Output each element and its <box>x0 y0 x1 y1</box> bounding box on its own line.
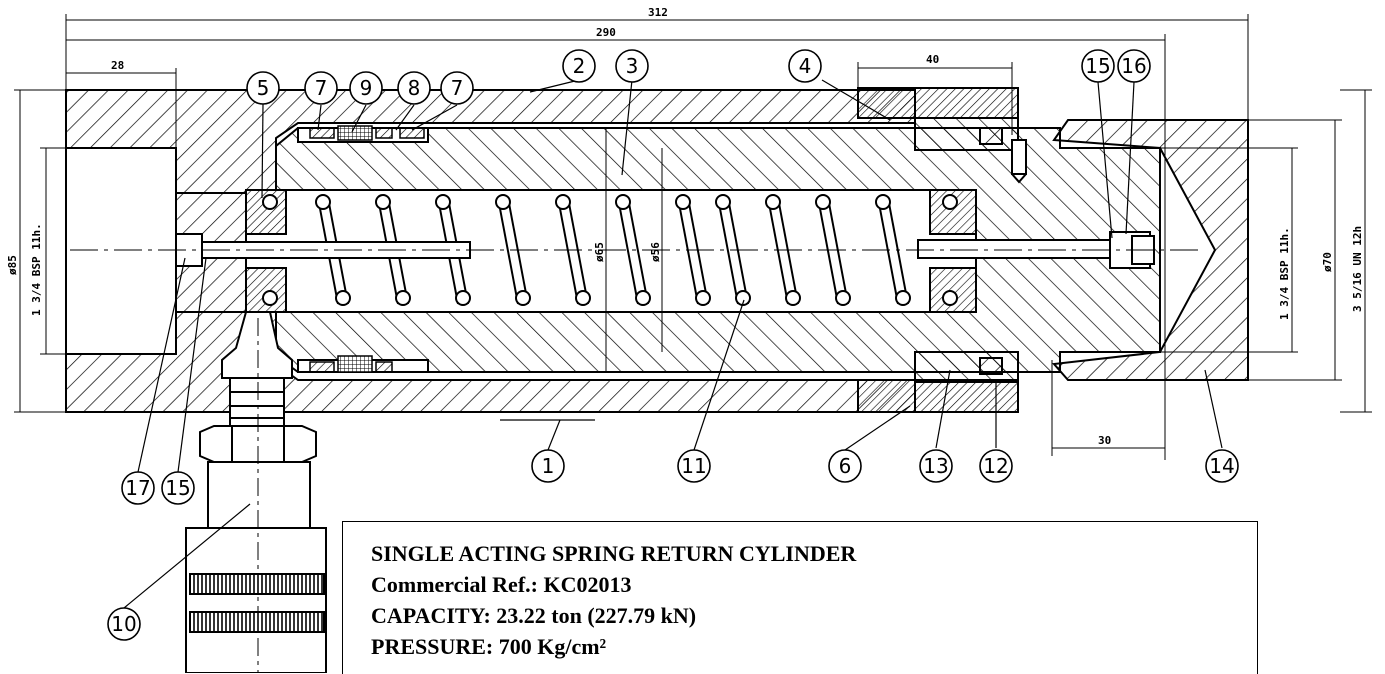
balloon-15a <box>1081 49 1115 83</box>
balloon-14 <box>1205 449 1239 483</box>
title-block-name: SINGLE ACTING SPRING RETURN CYLINDER <box>371 541 857 566</box>
balloon-5 <box>246 71 280 105</box>
part-label-12: 12 <box>983 454 1008 478</box>
balloon-3 <box>615 49 649 83</box>
balloon-15b <box>161 471 195 505</box>
title-block-commercial-ref: Commercial Ref.: KC02013 <box>371 572 632 597</box>
balloon-7b <box>440 71 474 105</box>
dimension-290 <box>66 34 1166 460</box>
part-label-16: 16 <box>1121 54 1146 78</box>
balloon-6 <box>828 449 862 483</box>
balloon-4 <box>788 49 822 83</box>
part-label-7b: 7 <box>451 76 464 100</box>
dimension-diameter-85 <box>14 89 66 413</box>
quick-coupler <box>185 311 327 673</box>
dimension-diameter-65-label: ø65 <box>593 242 606 262</box>
part-label-1: 1 <box>542 454 555 478</box>
dimension-30-label: 30 <box>1098 434 1111 447</box>
balloon-1 <box>531 449 565 483</box>
dimension-diameter-85-label: ø85 <box>6 255 19 275</box>
part-label-9: 9 <box>360 76 373 100</box>
part-label-11: 11 <box>681 454 706 478</box>
part-balloons <box>107 49 1239 641</box>
balloon-12 <box>979 449 1013 483</box>
balloon-16 <box>1117 49 1151 83</box>
dimension-28-label: 28 <box>111 59 124 72</box>
leader-lines <box>123 79 1223 609</box>
dimension-30 <box>1051 360 1165 456</box>
dimension-diameter-56-label: ø56 <box>649 242 662 262</box>
dimension-port-thread-right-label: 1 3/4 BSP 11h. <box>1278 227 1291 320</box>
balloon-13 <box>919 449 953 483</box>
part-label-17: 17 <box>125 476 150 500</box>
dimension-40-label: 40 <box>926 53 939 66</box>
part-label-7a: 7 <box>315 76 328 100</box>
balloon-8 <box>397 71 431 105</box>
gland-nut <box>857 87 1027 413</box>
balloon-2 <box>562 49 596 83</box>
dimension-port-thread-left-label: 1 3/4 BSP 11h. <box>30 223 43 316</box>
part-label-4: 4 <box>799 54 812 78</box>
balloon-17 <box>121 471 155 505</box>
part-label-8: 8 <box>408 76 421 100</box>
part-label-2: 2 <box>573 54 586 78</box>
spring-seats <box>245 189 977 313</box>
part-label-3: 3 <box>626 54 639 78</box>
title-block-pressure: PRESSURE: 700 Kg/cm² <box>371 634 607 659</box>
dimension-cap-thread <box>1340 89 1372 413</box>
title-block-capacity: CAPACITY: 23.22 ton (227.79 kN) <box>371 603 697 628</box>
dimension-port-thread-left <box>40 147 68 355</box>
title-block: SINGLE ACTING SPRING RETURN CYLINDER Com… <box>342 521 1258 674</box>
dimension-diameter-70 <box>1248 119 1342 381</box>
part-label-13: 13 <box>923 454 948 478</box>
seals <box>309 125 425 373</box>
part-label-6: 6 <box>839 454 852 478</box>
dimension-cap-thread-label: 3 5/16 UN 12h <box>1351 226 1364 312</box>
part-label-15a: 15 <box>1085 54 1110 78</box>
dimension-290-label: 290 <box>596 26 616 39</box>
dimension-312-label: 312 <box>648 6 668 19</box>
balloon-10 <box>107 607 141 641</box>
dimension-diameter-70-label: ø70 <box>1321 252 1334 272</box>
part-label-14: 14 <box>1209 454 1234 478</box>
saddle-cap <box>1051 119 1249 381</box>
balloon-7a <box>304 71 338 105</box>
balloon-9 <box>349 71 383 105</box>
part-label-15b: 15 <box>165 476 190 500</box>
part-label-10: 10 <box>111 612 136 636</box>
balloon-11 <box>677 449 711 483</box>
part-label-5: 5 <box>257 76 270 100</box>
